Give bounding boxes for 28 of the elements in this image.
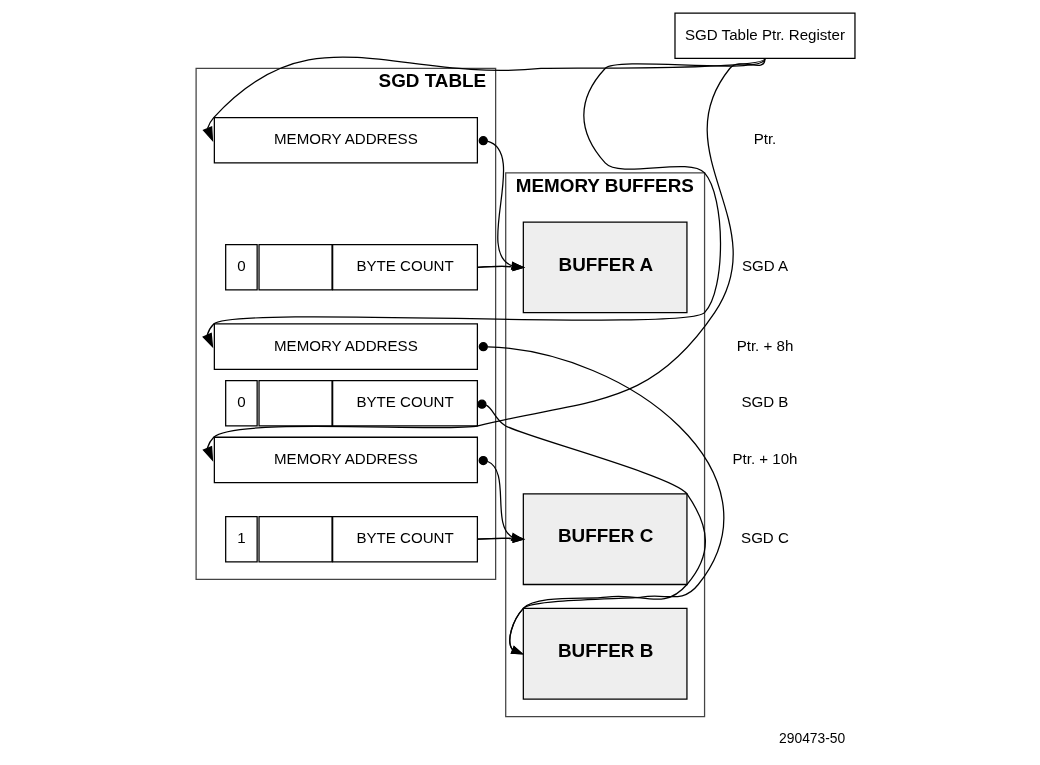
label: Ptr. + 10h <box>731 449 797 467</box>
arrow <box>201 56 766 142</box>
node-box: BYTE COUNT <box>331 380 478 427</box>
label: Ptr. <box>753 130 776 148</box>
label: SGD C <box>740 529 789 547</box>
node-box <box>257 380 333 427</box>
node-box: SGD Table Ptr. Register <box>673 12 856 60</box>
node-box <box>257 244 333 291</box>
arrow <box>201 57 766 349</box>
node-box: 0 <box>224 380 258 427</box>
label: SGD A <box>741 257 788 275</box>
node-box: BUFFER A <box>522 221 688 314</box>
node-box: 1 <box>224 515 258 563</box>
node-box <box>257 515 333 563</box>
node-box: MEMORY ADDRESS <box>213 323 478 370</box>
node-box: MEMORY ADDRESS <box>213 116 478 164</box>
node-box: BYTE COUNT <box>331 244 478 291</box>
node-box: BYTE COUNT <box>331 515 478 563</box>
caption: 290473-50 <box>778 729 845 746</box>
node-box: MEMORY ADDRESS <box>213 436 478 484</box>
node-box: BUFFER B <box>522 607 688 700</box>
arrow <box>476 399 706 655</box>
node-box: BUFFER C <box>522 493 688 586</box>
node-box: 0 <box>224 244 258 291</box>
label: SGD B <box>740 393 788 411</box>
label: Ptr. + 8h <box>736 336 793 354</box>
arrow <box>201 57 766 462</box>
arrow <box>478 342 724 655</box>
